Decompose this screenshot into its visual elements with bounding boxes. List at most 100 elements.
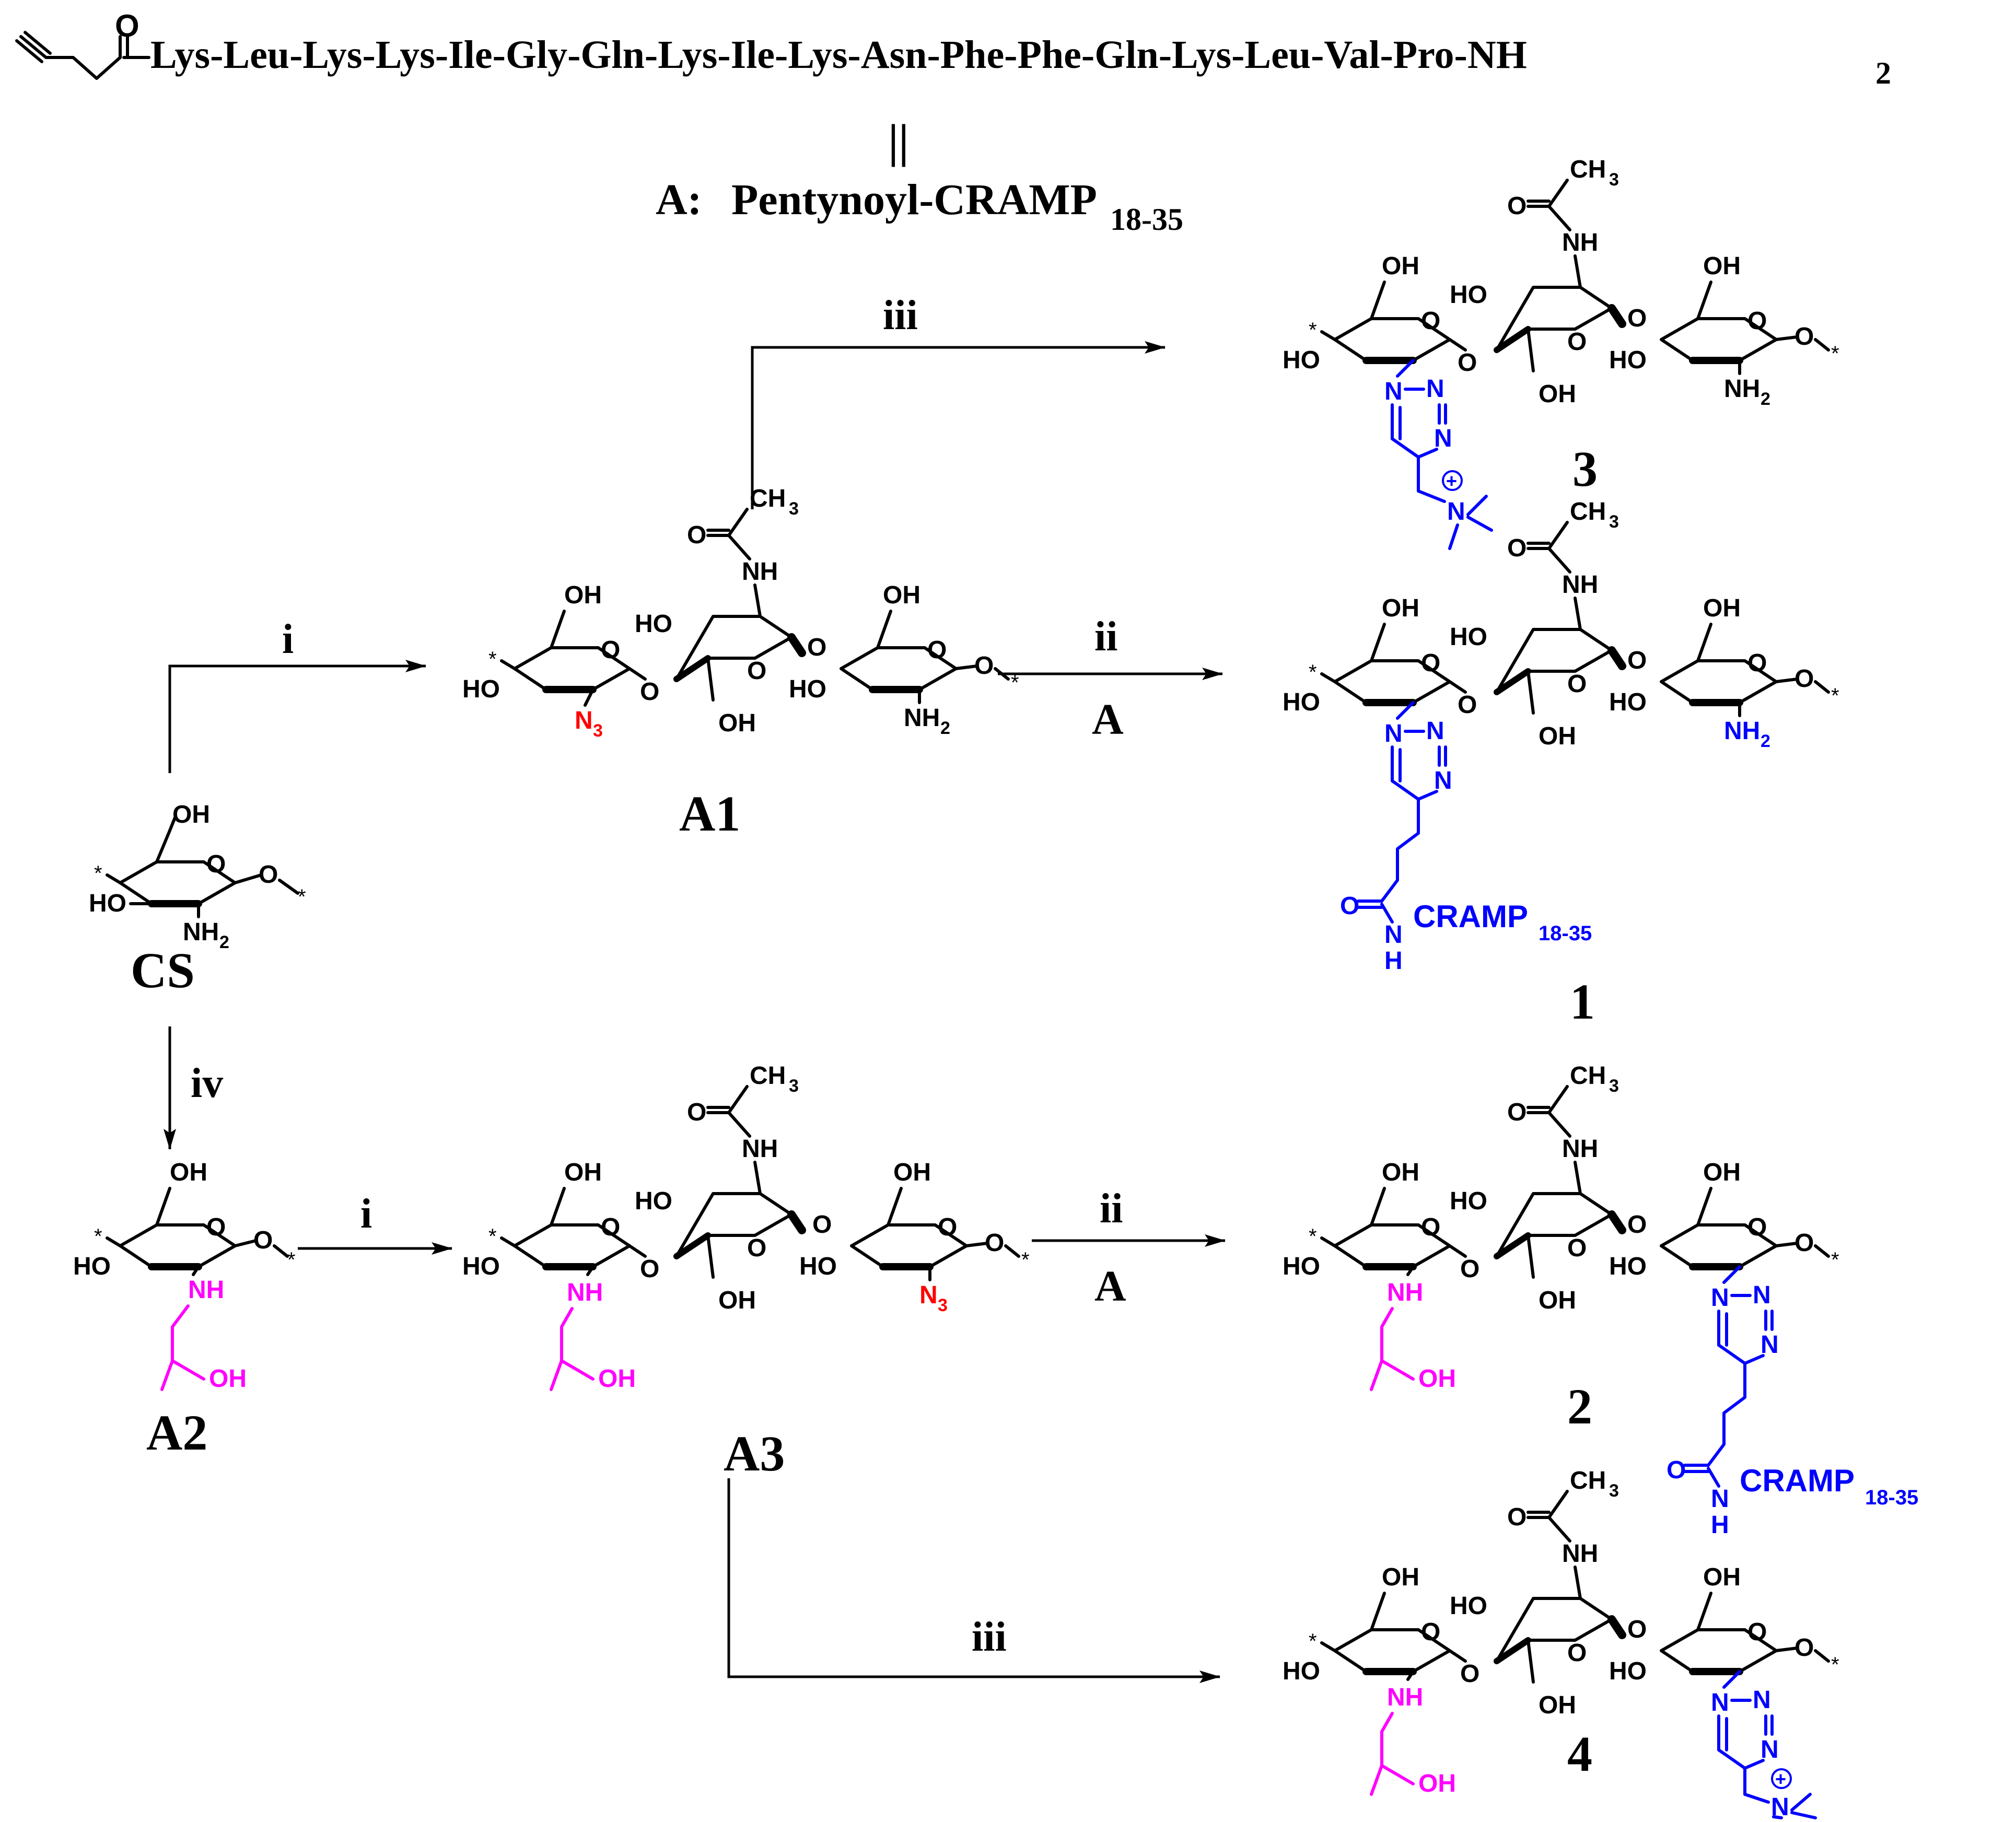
svg-text:*: * — [94, 1225, 102, 1248]
label-cs: CS — [131, 942, 195, 998]
svg-text:HO: HO — [1609, 346, 1647, 374]
label-4: 4 — [1567, 1726, 1592, 1782]
svg-text:O: O — [206, 850, 226, 878]
svg-text:*: * — [1309, 1225, 1317, 1248]
svg-text:*: * — [1309, 1630, 1317, 1653]
equals-sign: || — [888, 115, 909, 167]
arrow-iii-top — [751, 341, 1166, 509]
svg-text:*: * — [1831, 342, 1839, 365]
svg-text:3: 3 — [1609, 1481, 1619, 1501]
svg-text:OH: OH — [1539, 380, 1576, 408]
svg-text:N: N — [1426, 717, 1444, 745]
svg-text:OH: OH — [1418, 1365, 1456, 1393]
svg-text:OH: OH — [1703, 1159, 1741, 1186]
structure-4: OH O * HO NH OH O HO O OH NH O CH 3 — [1283, 1467, 1839, 1821]
svg-text:NH: NH — [1387, 1279, 1423, 1306]
svg-text:O: O — [1747, 649, 1767, 677]
svg-text:OH: OH — [718, 1287, 756, 1314]
svg-text:O: O — [1794, 665, 1814, 693]
svg-text:O: O — [1460, 1660, 1479, 1688]
svg-text:HO: HO — [635, 1187, 672, 1215]
svg-text:O: O — [259, 861, 278, 889]
svg-text:NH: NH — [1387, 1684, 1423, 1711]
svg-text:OH: OH — [209, 1365, 247, 1393]
svg-text:*: * — [1011, 671, 1019, 694]
svg-text:O: O — [1794, 1229, 1814, 1257]
svg-text:HO: HO — [789, 675, 826, 703]
svg-text:O: O — [1507, 534, 1526, 562]
reagent-iii-top: iii — [883, 293, 918, 338]
svg-text:*: * — [488, 1225, 497, 1248]
label-1: 1 — [1570, 974, 1595, 1030]
svg-text:O: O — [747, 657, 766, 685]
svg-text:CH: CH — [750, 485, 786, 512]
svg-text:OH: OH — [718, 709, 756, 737]
reagent-a-name: Pentynoyl-CRAMP — [731, 176, 1097, 224]
arrow-iii-bottom — [727, 1478, 1220, 1683]
svg-text:NH: NH — [1562, 229, 1598, 256]
svg-text:O: O — [807, 634, 826, 661]
svg-text:CRAMP: CRAMP — [1740, 1463, 1855, 1498]
svg-text:HO: HO — [1609, 1657, 1647, 1685]
svg-text:HO: HO — [1450, 281, 1487, 309]
svg-text:3: 3 — [1609, 512, 1619, 532]
svg-text:O: O — [601, 1213, 620, 1241]
svg-text:OH: OH — [1539, 1287, 1576, 1314]
reaction-arrows: iii i ii A iv i ii A iii — [164, 293, 1226, 1683]
svg-text:OH: OH — [1382, 1563, 1419, 1591]
reagent-iv: iv — [191, 1060, 223, 1106]
svg-text:2: 2 — [940, 718, 950, 738]
svg-text:18-35: 18-35 — [1539, 922, 1592, 945]
svg-text:HO: HO — [799, 1253, 837, 1280]
triazole-cramp-linker-2: N N N O N H CRAMP 18-35 — [1667, 1265, 1918, 1539]
svg-text:O: O — [985, 1229, 1004, 1257]
svg-text:N: N — [1384, 378, 1403, 405]
svg-text:OH: OH — [170, 1159, 207, 1186]
svg-text:HO: HO — [1283, 1657, 1320, 1685]
svg-text:3: 3 — [789, 499, 799, 519]
svg-text:N: N — [1711, 1689, 1729, 1716]
svg-text:N: N — [1384, 720, 1403, 748]
svg-text:CH: CH — [1570, 1062, 1606, 1090]
svg-text:O: O — [1567, 1639, 1587, 1667]
svg-text:O: O — [1421, 649, 1440, 677]
label-a3: A3 — [724, 1426, 785, 1481]
svg-text:N: N — [575, 707, 593, 734]
carbonyl-oxygen: O — [115, 8, 139, 43]
reagent-iii-bottom: iii — [972, 1614, 1007, 1660]
svg-text:O: O — [1747, 1618, 1767, 1646]
svg-text:18-35: 18-35 — [1865, 1486, 1918, 1509]
svg-text:*: * — [1831, 1653, 1839, 1676]
svg-text:N: N — [1711, 1284, 1729, 1312]
svg-text:HO: HO — [1283, 346, 1320, 374]
svg-text:HO: HO — [89, 890, 126, 917]
peptide-nh2-subscript: 2 — [1875, 56, 1891, 90]
svg-text:N: N — [1753, 1281, 1771, 1309]
svg-text:O: O — [1567, 1234, 1587, 1262]
svg-text:O: O — [927, 636, 947, 664]
svg-text:NH: NH — [742, 1135, 778, 1163]
svg-text:O: O — [812, 1211, 832, 1239]
svg-text:O: O — [687, 1099, 706, 1126]
svg-text:HO: HO — [462, 675, 500, 703]
structure-a2: OH O O * * HO NH OH — [73, 1159, 296, 1393]
svg-text:CRAMP: CRAMP — [1413, 899, 1528, 934]
svg-text:O: O — [253, 1227, 273, 1254]
svg-text:*: * — [1021, 1248, 1030, 1271]
svg-text:*: * — [1309, 319, 1317, 342]
svg-text:*: * — [94, 862, 102, 885]
svg-text:*: * — [298, 885, 306, 908]
reagent-i-top: i — [282, 616, 294, 662]
svg-text:O: O — [1460, 1255, 1479, 1283]
svg-text:N: N — [1447, 498, 1465, 525]
structure-1: OH O * HO O N N N O N H CRAMP 18-35 — [1283, 498, 1839, 975]
svg-text:3: 3 — [789, 1076, 799, 1096]
svg-text:3: 3 — [1609, 1076, 1619, 1096]
svg-text:O: O — [747, 1234, 766, 1262]
triazole-trimethylammonium-4: N N N N + — [1711, 1670, 1817, 1821]
svg-text:3: 3 — [1609, 170, 1619, 190]
svg-text:N: N — [1711, 1485, 1729, 1513]
structure-2: OH O * HO NH OH O HO O OH NH O CH 3 — [1283, 1062, 1918, 1539]
svg-text:OH: OH — [1382, 1159, 1419, 1186]
svg-text:OH: OH — [172, 801, 210, 828]
